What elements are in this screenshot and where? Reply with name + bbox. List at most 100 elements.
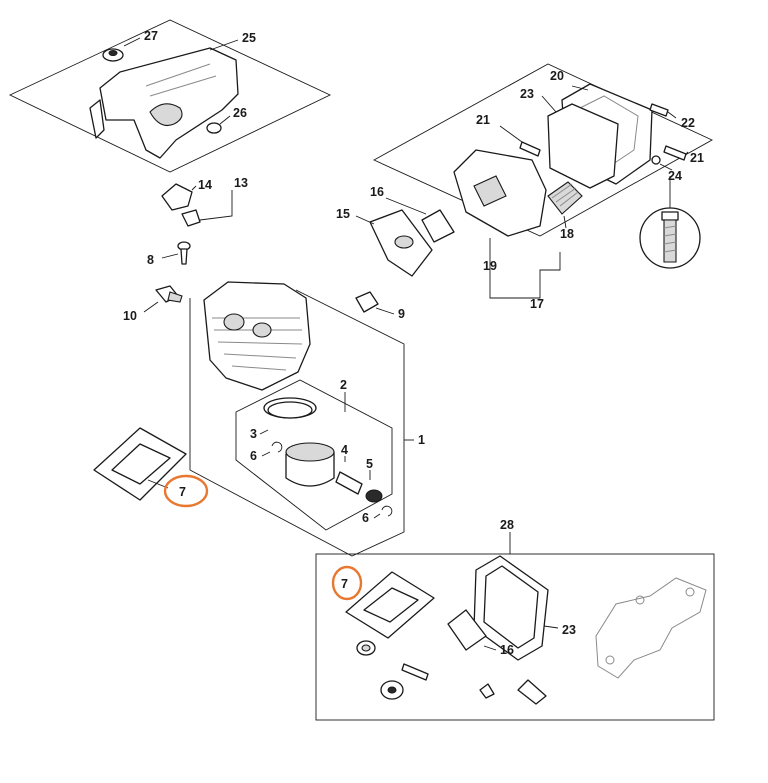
callout-28: 28 [500, 518, 514, 532]
callout-21b: 21 [690, 151, 704, 165]
gasket-kit-group: 28 7 23 16 [315, 518, 715, 721]
shroud-ridge [145, 63, 217, 97]
piston-crown [285, 442, 335, 462]
kit-screw[interactable] [401, 663, 429, 681]
leader-kit-23 [543, 625, 559, 629]
cylinder-exhaust-port [223, 313, 245, 331]
callout-9: 9 [398, 307, 405, 321]
leader-21b [685, 151, 689, 155]
leader-24 [659, 163, 673, 171]
leader-20 [571, 85, 589, 91]
leader-10 [143, 301, 159, 313]
cylinder-assembly: 1 2 3 4 5 6 6 [189, 281, 425, 557]
leader-26 [219, 115, 231, 125]
nut-27-hole [108, 50, 118, 56]
decomp-valve-9[interactable]: 9 [355, 291, 405, 321]
callout-22: 22 [681, 116, 695, 130]
highlight-ring-7-kit [331, 565, 363, 601]
kit-crankcase-hole-c [605, 655, 615, 665]
highlight-ring-7-main [163, 474, 209, 508]
kit-seal-ring-inner [361, 644, 371, 652]
leader-6b [373, 513, 381, 519]
callout-16-main: 16 [370, 185, 384, 199]
washer-24[interactable] [651, 155, 661, 165]
spark-plug-10[interactable]: 10 [123, 285, 183, 323]
grommet-26[interactable] [206, 122, 222, 134]
screw-8[interactable]: 8 [147, 241, 191, 267]
callout-13: 13 [234, 176, 248, 190]
leader-18 [563, 215, 567, 229]
kit-oil-seal-inner [387, 686, 397, 694]
callout-21a: 21 [476, 113, 490, 127]
cover-group-frame [8, 19, 332, 173]
callout-7-main: 7 [179, 485, 186, 499]
screw-22[interactable] [649, 103, 669, 117]
callout-20: 20 [550, 69, 564, 83]
detail-thread-lines [663, 225, 677, 253]
cylinder-shroud[interactable] [99, 47, 239, 159]
muffler-group: 17 18 19 20 21 21 22 23 24 [373, 63, 713, 311]
leader-25 [209, 39, 239, 51]
intake-gasket-16[interactable] [421, 209, 455, 243]
kit-muffler-gasket-23-opening [483, 565, 539, 649]
needle-cage[interactable] [365, 489, 383, 503]
gasket-kit-frame [315, 553, 715, 721]
piston-ring-3-inner [267, 401, 313, 419]
spark-arrestor-mesh [551, 183, 579, 207]
callout-23-main: 23 [520, 87, 534, 101]
muffler-outlet [473, 175, 507, 207]
circlip-6a[interactable] [271, 441, 283, 453]
base-gasket-7-opening [111, 443, 171, 485]
callout-25: 25 [242, 31, 256, 45]
terminal-boot-14[interactable] [161, 183, 193, 211]
leader-21a [499, 125, 523, 143]
leader-8 [161, 253, 179, 259]
shroud-foot [89, 99, 105, 139]
circlip-6b[interactable] [381, 505, 393, 517]
decomp-valve-body [355, 291, 379, 313]
spark-arrestor-18[interactable] [547, 181, 583, 215]
callout-10: 10 [123, 309, 137, 323]
callout-18: 18 [560, 227, 574, 241]
leader-23 [541, 95, 557, 113]
callout-24: 24 [668, 169, 682, 183]
piston-kit-frame [235, 379, 393, 531]
callout-6a: 6 [250, 449, 257, 463]
shroud-vent [149, 103, 183, 127]
callout-19: 19 [483, 259, 497, 273]
leader-27 [123, 37, 141, 47]
muffler-gasket-23[interactable] [547, 103, 619, 189]
kit-base-gasket-7-opening [363, 587, 419, 623]
kit-small-gasket[interactable] [517, 679, 547, 705]
leader-3 [259, 429, 269, 435]
screw-21a[interactable] [519, 141, 541, 157]
leader-15 [355, 215, 375, 225]
callout-2: 2 [340, 378, 347, 392]
screw-8-shank [180, 248, 188, 265]
base-gasket-group: 7 [93, 427, 209, 508]
cylinder-intake-port [252, 322, 272, 338]
callout-26: 26 [233, 106, 247, 120]
kit-intake-gasket-16[interactable] [447, 609, 487, 651]
piston-pin-5[interactable] [335, 471, 363, 495]
callout-15: 15 [336, 207, 350, 221]
kit-crankcase-hole-a [635, 595, 645, 605]
callout-17: 17 [530, 297, 544, 311]
kit-small-clip[interactable] [479, 683, 495, 699]
callout-5: 5 [366, 457, 373, 471]
terminal-clip-13[interactable] [181, 209, 201, 227]
intake-flange-group: 15 16 [336, 185, 455, 277]
callout-23-kit: 23 [562, 623, 576, 637]
leader-17 [489, 252, 561, 299]
leader-16 [385, 197, 427, 215]
callout-27: 27 [144, 29, 158, 43]
spark-plug-thread [167, 291, 183, 303]
callout-8: 8 [147, 253, 154, 267]
leader-9 [375, 307, 395, 315]
leader-22 [667, 111, 677, 119]
intake-flange-port [394, 235, 414, 249]
screw-21b[interactable] [663, 145, 687, 161]
callout-14: 14 [198, 178, 212, 192]
callout-1: 1 [418, 433, 425, 447]
